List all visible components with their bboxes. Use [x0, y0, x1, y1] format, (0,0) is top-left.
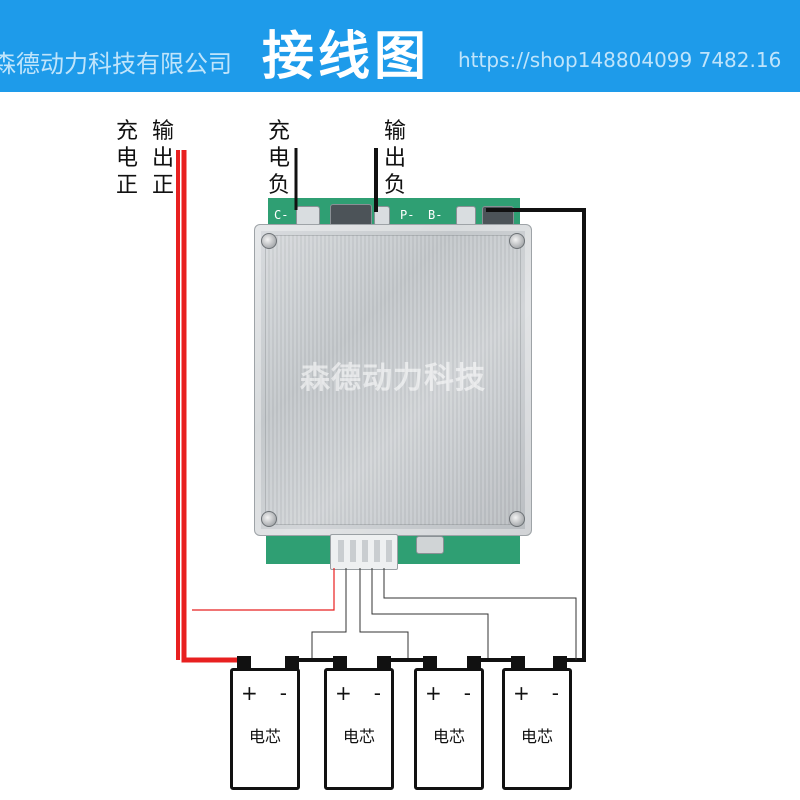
- connector-pin: [350, 540, 356, 562]
- cell-plus-sign: +: [425, 681, 442, 705]
- cell-terminal: [285, 656, 299, 670]
- balance-connector: [330, 534, 398, 570]
- pad-label-p: P-: [400, 208, 415, 222]
- cell-minus-sign: -: [373, 681, 381, 705]
- pad-label-c: C-: [274, 208, 289, 222]
- label-charge-negative: 充 电 负: [267, 119, 290, 198]
- cell-terminal: [467, 656, 481, 670]
- label-output-negative: 输 出 负: [383, 119, 406, 198]
- heatsink-plate: 森德动力科技: [254, 224, 532, 536]
- screw-icon: [509, 511, 525, 527]
- pad-label-b: B-: [428, 208, 443, 222]
- page-title: 接线图: [262, 27, 431, 87]
- cell-label: 电芯: [342, 727, 375, 746]
- wire-balance-positive: [192, 568, 335, 611]
- wire-output-positive: [181, 150, 244, 663]
- header-banner: 森德动力科技有限公司 接线图 https://shop148804099 748…: [0, 0, 800, 92]
- cell-terminal: [511, 656, 525, 670]
- company-name: 森德动力科技有限公司: [0, 50, 232, 78]
- screw-icon: [509, 233, 525, 249]
- wire-balance-2: [359, 568, 409, 662]
- battery-cell-3: + - 电芯: [414, 668, 484, 790]
- plate-watermark: 森德动力科技: [300, 361, 486, 396]
- pcb-component: [416, 536, 444, 554]
- wire-balance-4: [383, 568, 577, 660]
- cell-terminal: [423, 656, 437, 670]
- connector-pin: [374, 540, 380, 562]
- connector-pin: [386, 540, 392, 562]
- cell-label: 电芯: [432, 727, 465, 746]
- cell-minus-sign: -: [551, 681, 559, 705]
- wire-balance-1: [311, 568, 347, 662]
- cell-terminal: [237, 656, 251, 670]
- battery-cell-2: + - 电芯: [324, 668, 394, 790]
- connector-pin: [338, 540, 344, 562]
- cell-terminal: [553, 656, 567, 670]
- cell-label: 电芯: [520, 727, 553, 746]
- connector-pin: [362, 540, 368, 562]
- label-charge-positive: 充 电 正: [115, 119, 138, 198]
- plate-brushed-surface: [265, 235, 521, 525]
- cell-plus-sign: +: [241, 681, 258, 705]
- cell-minus-sign: -: [279, 681, 287, 705]
- wire-balance-3: [371, 568, 489, 662]
- label-output-positive: 输 出 正: [151, 119, 174, 198]
- battery-cell-1: + - 电芯: [230, 668, 300, 790]
- cell-terminal: [333, 656, 347, 670]
- cell-label: 电芯: [248, 727, 281, 746]
- shop-url: https://shop148804099 7482.16: [458, 48, 782, 72]
- screw-icon: [261, 233, 277, 249]
- cell-plus-sign: +: [335, 681, 352, 705]
- wire-b-negative: [486, 208, 586, 662]
- cell-terminal: [377, 656, 391, 670]
- cell-minus-sign: -: [463, 681, 471, 705]
- battery-cell-4: + - 电芯: [502, 668, 572, 790]
- cell-plus-sign: +: [513, 681, 530, 705]
- screw-icon: [261, 511, 277, 527]
